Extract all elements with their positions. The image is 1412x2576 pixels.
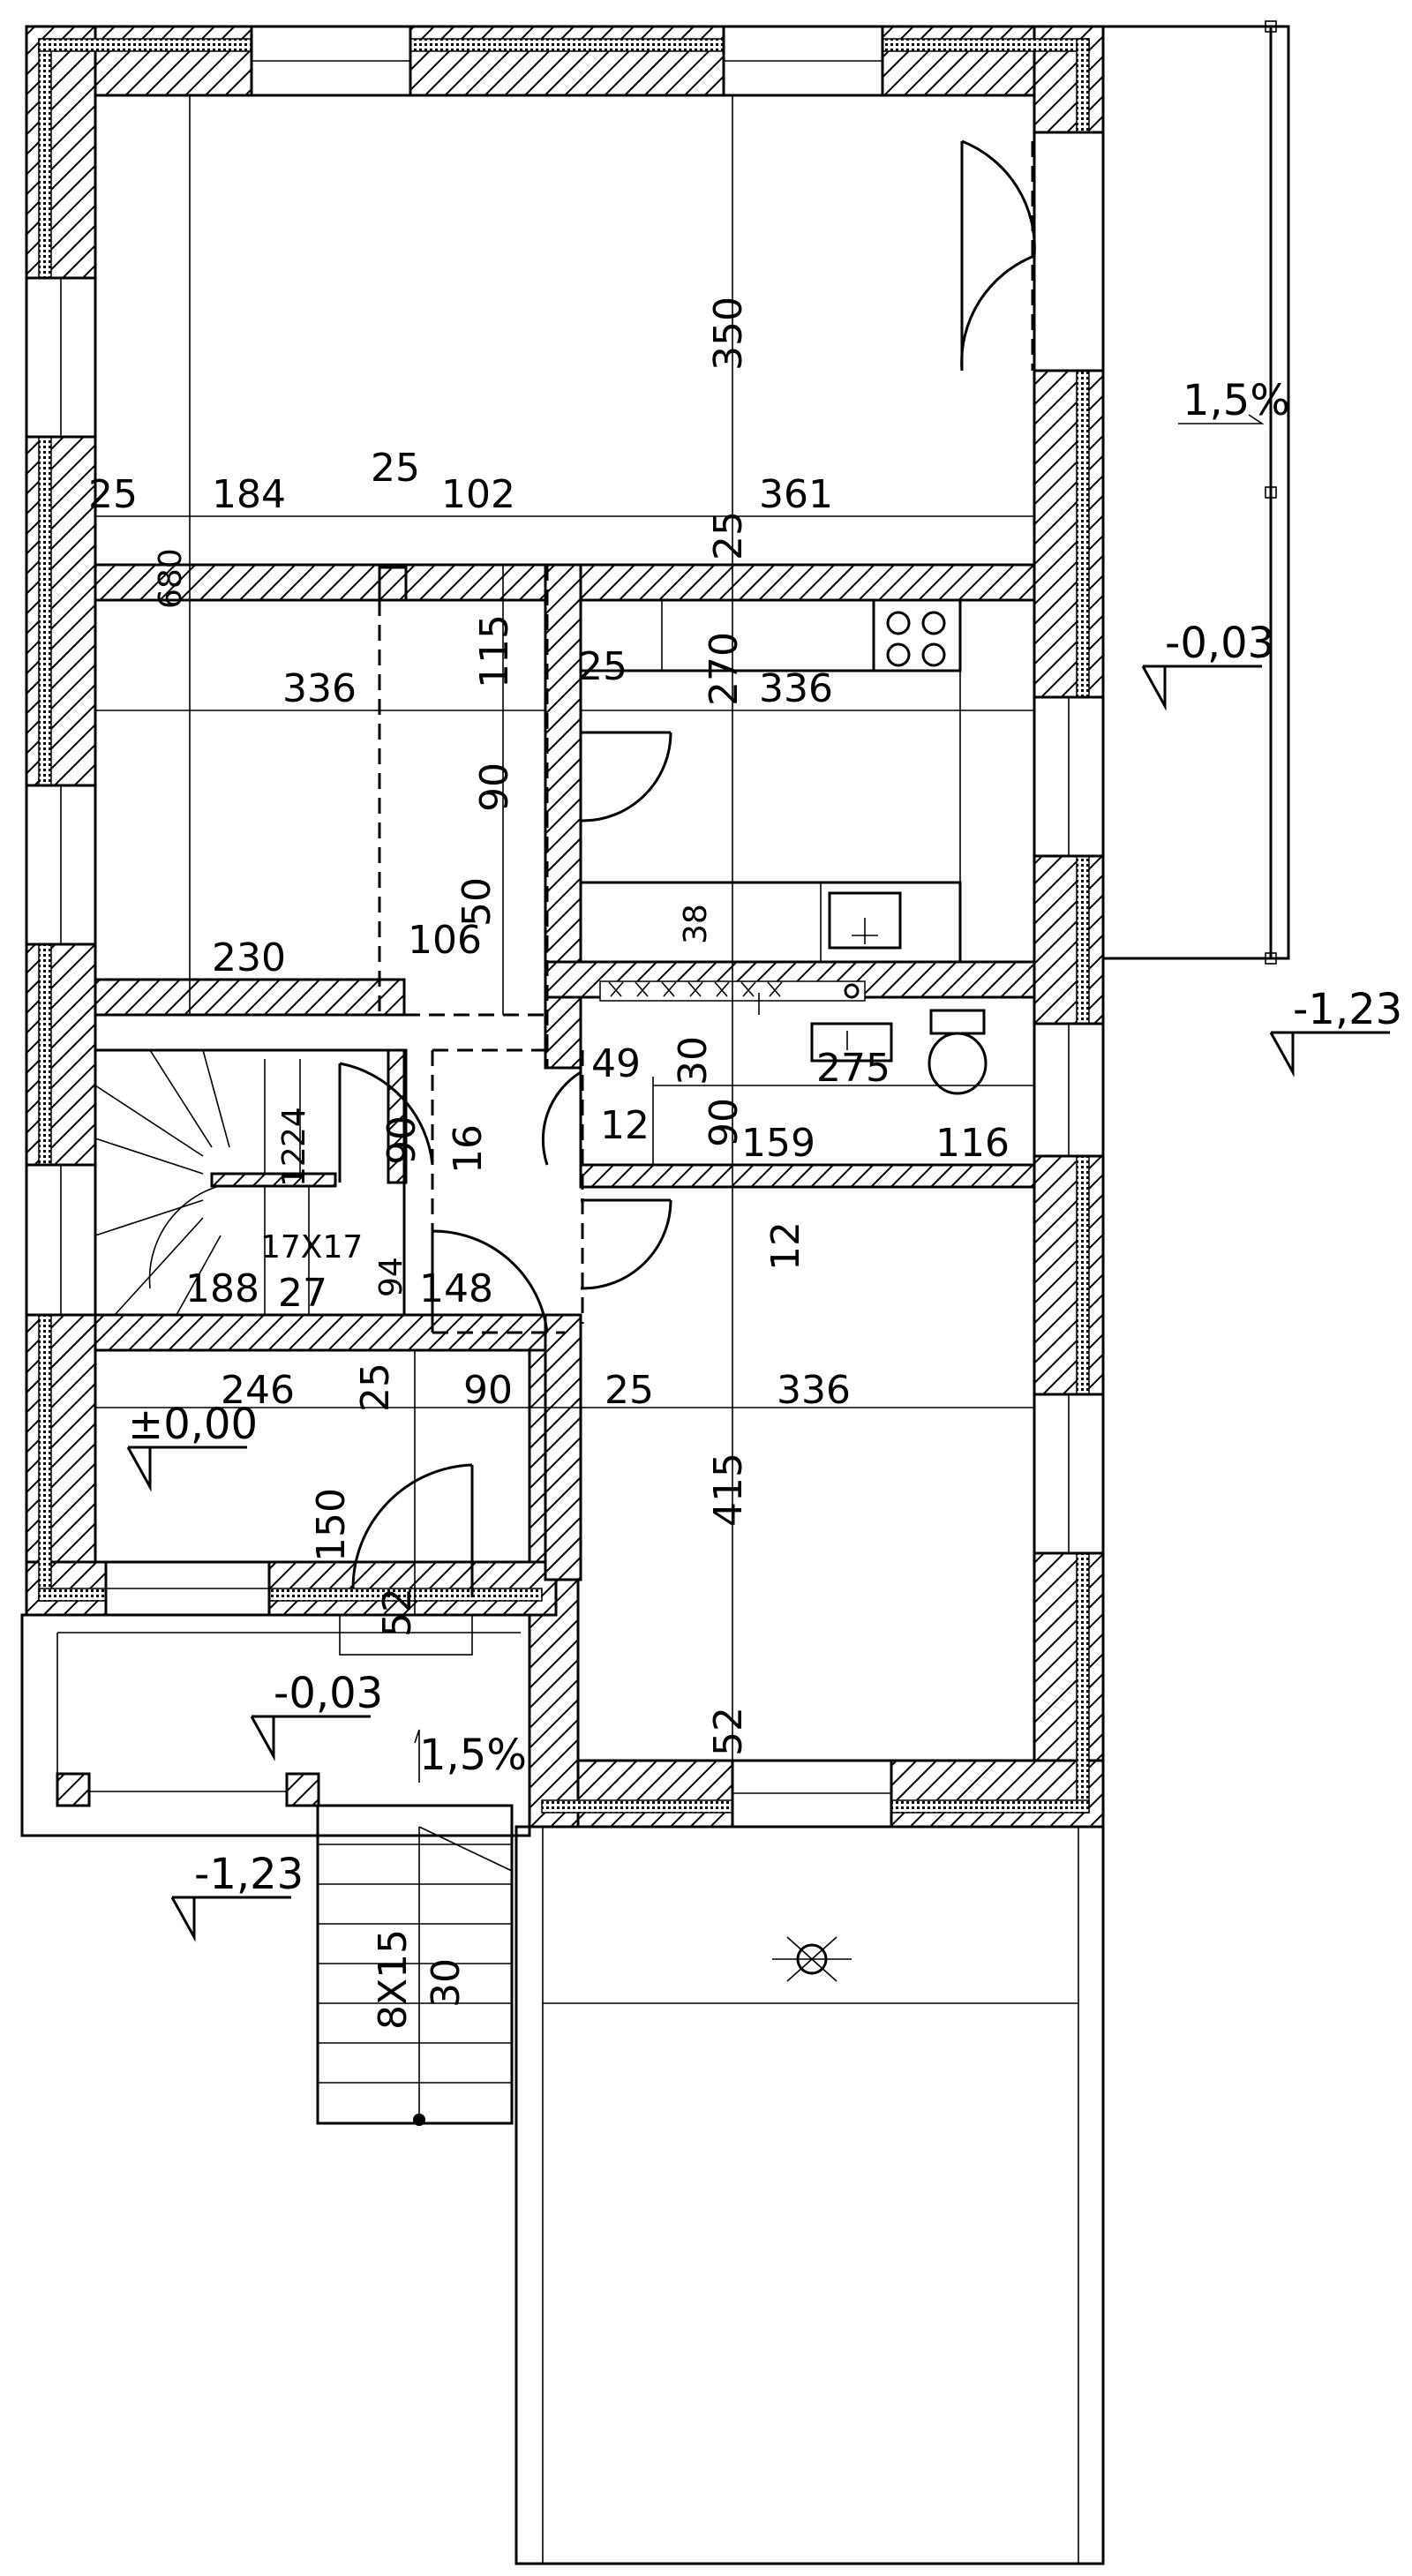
dim-150: 150 bbox=[309, 1488, 354, 1562]
dim-49: 49 bbox=[591, 1041, 641, 1086]
dim-90-d: 90 bbox=[463, 1368, 513, 1413]
slope-terrace: 1,5% bbox=[1183, 376, 1290, 425]
dim-8x15: 8X15 bbox=[371, 1929, 416, 2030]
dim-336-c: 336 bbox=[777, 1368, 851, 1413]
dim-230: 230 bbox=[212, 935, 286, 980]
dim-336-b: 336 bbox=[759, 666, 833, 711]
dim-90-c: 90 bbox=[379, 1115, 424, 1165]
dim-30-b: 30 bbox=[424, 1958, 469, 2008]
terrace bbox=[1101, 20, 1290, 965]
slope-entrance: 1,5% bbox=[419, 1731, 527, 1780]
dim-102: 102 bbox=[441, 472, 515, 517]
dim-106: 106 bbox=[408, 918, 482, 963]
dim-25-f: 25 bbox=[605, 1368, 654, 1413]
dim-350: 350 bbox=[706, 297, 751, 371]
level-floor: ±0,00 bbox=[128, 1400, 258, 1449]
dim-115: 115 bbox=[472, 614, 517, 688]
dim-52-a: 52 bbox=[375, 1588, 420, 1637]
dim-90-a: 90 bbox=[472, 762, 517, 812]
dashed-projection bbox=[95, 141, 1034, 1334]
dim-16: 16 bbox=[446, 1124, 491, 1174]
washbasin-icon bbox=[810, 1022, 893, 1063]
level-entrance-ground: -1,23 bbox=[194, 1850, 304, 1899]
dim-415: 415 bbox=[706, 1453, 751, 1527]
doors bbox=[338, 139, 1036, 1597]
dim-38: 38 bbox=[678, 904, 714, 944]
dim-30-a: 30 bbox=[671, 1036, 716, 1085]
dim-24: 24 bbox=[276, 1107, 312, 1147]
exterior-steps bbox=[316, 1804, 514, 2126]
dim-336-a: 336 bbox=[282, 666, 357, 711]
carport bbox=[514, 1825, 1105, 2565]
dim-90-b: 90 bbox=[702, 1098, 747, 1147]
dim-680: 680 bbox=[153, 548, 189, 609]
dim-25-b: 25 bbox=[371, 446, 420, 491]
dim-116: 116 bbox=[935, 1121, 1010, 1166]
light-fixture-icon bbox=[772, 1936, 852, 1982]
dim-275: 275 bbox=[816, 1046, 890, 1091]
dim-12-a: 12 bbox=[600, 1103, 650, 1148]
dim-12-c: 12 bbox=[763, 1221, 808, 1271]
kitchen-fixtures bbox=[579, 598, 962, 964]
level-entrance: -0,03 bbox=[274, 1669, 383, 1718]
level-terrace: -0,03 bbox=[1165, 619, 1274, 668]
dim-12-b: 12 bbox=[276, 1146, 312, 1187]
dim-270: 270 bbox=[702, 632, 747, 706]
dim-52-b: 52 bbox=[706, 1707, 751, 1756]
dim-27: 27 bbox=[278, 1271, 327, 1316]
toilet-icon bbox=[928, 1009, 988, 1095]
dim-50: 50 bbox=[454, 877, 499, 927]
dim-94: 94 bbox=[373, 1257, 409, 1297]
dim-159: 159 bbox=[741, 1121, 815, 1166]
internal-walls bbox=[94, 563, 1036, 1581]
dim-188: 188 bbox=[185, 1266, 259, 1311]
dimension-lines bbox=[95, 95, 1034, 1827]
dim-25-e: 25 bbox=[353, 1363, 398, 1412]
dim-246: 246 bbox=[221, 1368, 295, 1413]
dim-25-c: 25 bbox=[706, 511, 751, 560]
entrance-porch bbox=[20, 1613, 531, 1837]
level-terrace-ground: -1,23 bbox=[1293, 985, 1402, 1034]
level-labels: -0,03 -1,23 ±0,00 -0,03 -1,23 1,5% 1,5% bbox=[128, 376, 1402, 1899]
dim-148: 148 bbox=[419, 1266, 493, 1311]
dim-184: 184 bbox=[212, 472, 286, 517]
dim-361: 361 bbox=[759, 472, 833, 517]
staircase bbox=[94, 1048, 406, 1317]
dim-25-a: 25 bbox=[88, 472, 138, 517]
level-markers bbox=[126, 414, 1390, 1942]
dim-25-d: 25 bbox=[578, 644, 627, 689]
dim-17x17: 17X17 bbox=[260, 1229, 363, 1265]
dimension-labels: 350 25 184 25 102 361 680 25 115 25 270 … bbox=[88, 297, 1010, 2030]
sink-icon bbox=[828, 891, 902, 950]
stove-icon bbox=[872, 598, 962, 672]
